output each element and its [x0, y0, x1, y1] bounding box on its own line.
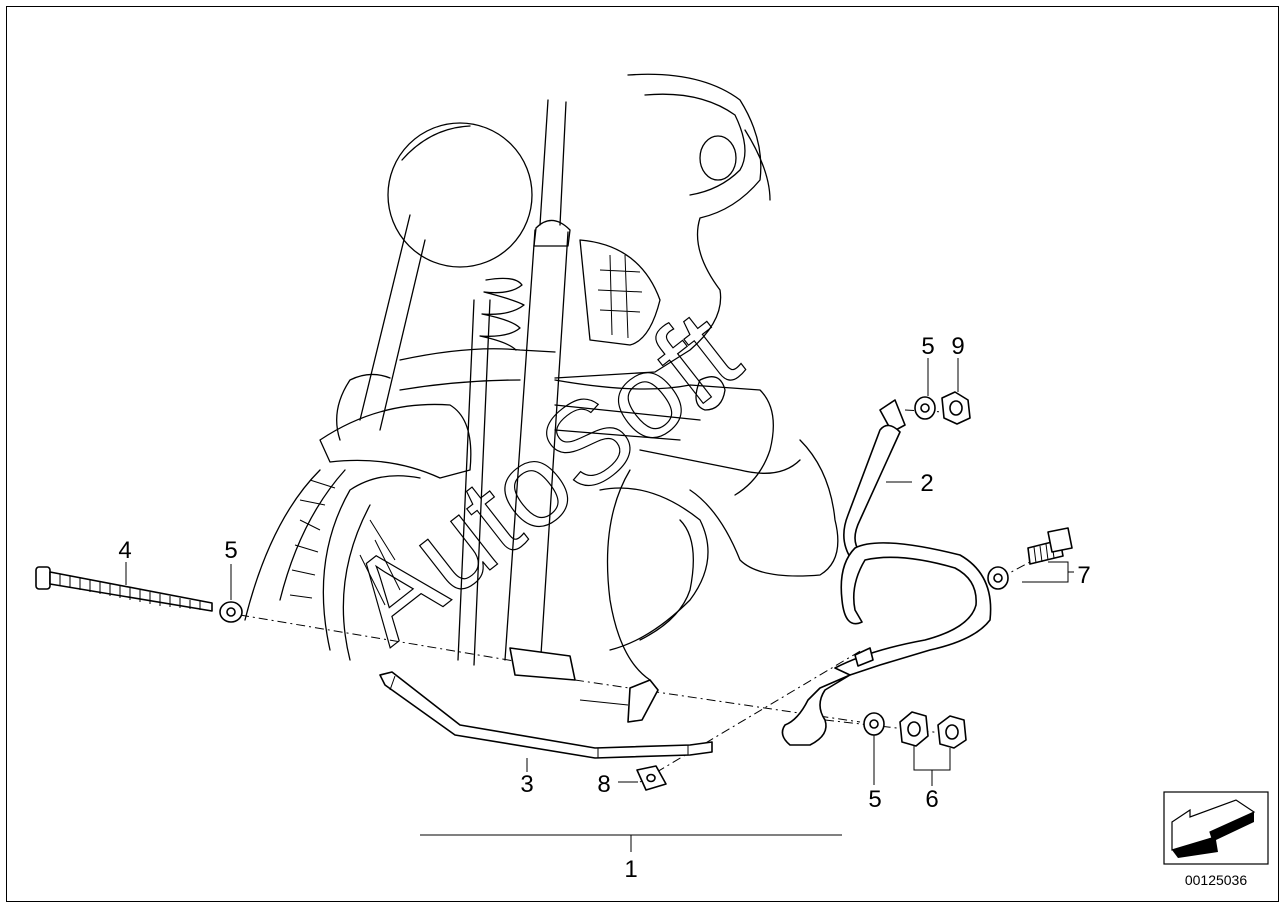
callout-leaders — [125, 358, 1074, 852]
front-tire — [244, 469, 321, 621]
part-5-washer-top — [914, 396, 936, 420]
callout-6: 6 — [925, 786, 938, 813]
callout-9: 9 — [951, 333, 964, 360]
part-2-crash-bar — [781, 399, 992, 746]
diagram-id-badge: 00125036 — [1163, 791, 1269, 888]
callout-8: 8 — [597, 771, 610, 798]
callout-5-right: 5 — [868, 786, 881, 813]
callout-labels: 1 2 3 4 5 5 5 6 7 8 9 — [118, 333, 1090, 883]
callout-3: 3 — [520, 771, 533, 798]
part-7-bolt — [1027, 527, 1073, 565]
callout-1: 1 — [624, 856, 637, 883]
part-4-long-bolt — [35, 566, 213, 612]
arrow-icon — [1171, 799, 1256, 858]
callout-7: 7 — [1077, 562, 1090, 589]
fork-right — [504, 229, 569, 671]
tank-outline — [554, 73, 762, 379]
part-5-washer-left — [219, 601, 243, 623]
part-8-clip-nut — [636, 765, 667, 791]
motorcycle-outline — [244, 73, 839, 681]
callout-2: 2 — [920, 470, 933, 497]
diagram-frame — [6, 6, 1279, 902]
part-3-lower-bar — [379, 671, 713, 759]
headlight — [387, 122, 533, 268]
part-9-nut — [941, 391, 971, 425]
part-7-washer — [987, 566, 1009, 590]
part-5-washer-right — [863, 712, 885, 736]
diagram-number: 00125036 — [1185, 872, 1248, 888]
front-fender — [319, 403, 472, 479]
part-6-nut-b — [937, 715, 967, 749]
fork-left — [359, 214, 426, 431]
callout-5-left: 5 — [224, 537, 237, 564]
callout-4: 4 — [118, 537, 131, 564]
part-6-nut-a — [899, 711, 929, 747]
mounting-brackets — [509, 647, 659, 723]
callout-5-top: 5 — [921, 333, 934, 360]
